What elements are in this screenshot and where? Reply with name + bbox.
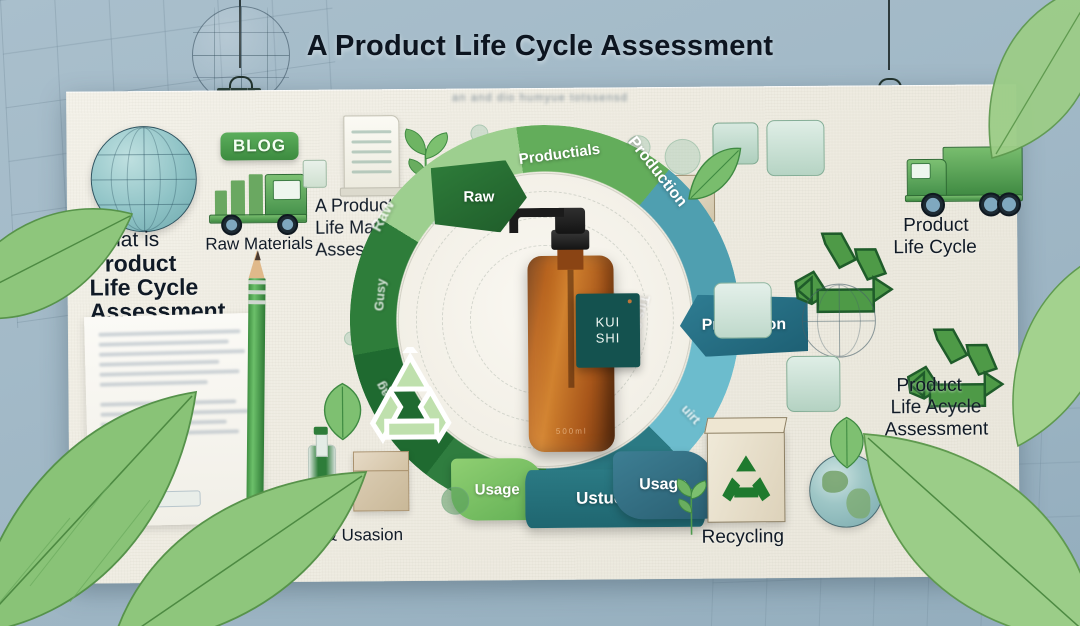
jar-icon-right (786, 355, 841, 413)
bottle-hang-tag: KUI SHI (575, 293, 641, 368)
leaf-icon-2 (823, 415, 871, 469)
page-subtitle: an and dio humyue totssensd (451, 92, 629, 104)
raw-materials-label: Raw Materials (205, 233, 314, 254)
clip-wire-right (888, 0, 890, 70)
leaf-icon-3 (685, 144, 743, 204)
arc-label-gusy: Gusy (371, 277, 389, 312)
bottle-pump-spout (509, 207, 565, 234)
sprig-icon-2 (669, 473, 713, 535)
poster-board: What is Product Life Cycle Assessment B (66, 84, 1023, 584)
foreground-leaf-top-right (978, 0, 1080, 162)
bottle-dip-tube (567, 269, 575, 388)
truck-icon-left (203, 168, 309, 236)
recycling-caption: Recycling (701, 526, 785, 548)
mini-card-icon-1 (302, 159, 327, 188)
bottle-tag-line-1: KUI (595, 314, 621, 330)
foreground-leaf-left-upper (0, 198, 134, 338)
foreground-leaf-right-mid (1000, 250, 1080, 450)
blog-badge[interactable]: BLOG (220, 131, 299, 161)
product-life-cycle-line-1: Product (903, 214, 969, 237)
appliance-icon-right (713, 282, 773, 339)
recycle-icon-ring (358, 346, 463, 448)
recycle-icon-right-bottom (902, 322, 1005, 419)
page-title: A Product Life Cycle Assessment (306, 30, 774, 62)
foreground-leaf-bottom-left (110, 470, 370, 626)
recycling-carton-icon (704, 417, 788, 523)
carton-top (704, 417, 788, 434)
wire-globe-balloon-icon (192, 6, 290, 104)
tag-hole (627, 299, 632, 304)
foreground-leaf-bottom-right (862, 416, 1080, 626)
recycle-icon-right-top (789, 227, 894, 324)
wireframe-globe-icon-right (801, 283, 877, 358)
bubble-decor-6 (441, 486, 470, 515)
leaf-icon-1 (316, 381, 368, 441)
bottle-volume-text: 500ml (555, 426, 588, 436)
clip-ring-left (229, 76, 253, 92)
bottle-tag-line-2: SHI (595, 330, 621, 346)
plca-line-1: Product (896, 374, 962, 397)
jar-icon-2 (766, 119, 825, 177)
product-life-cycle-line-2: Life Cycle (893, 236, 977, 259)
foreground-leaf-left-lower (0, 388, 200, 626)
